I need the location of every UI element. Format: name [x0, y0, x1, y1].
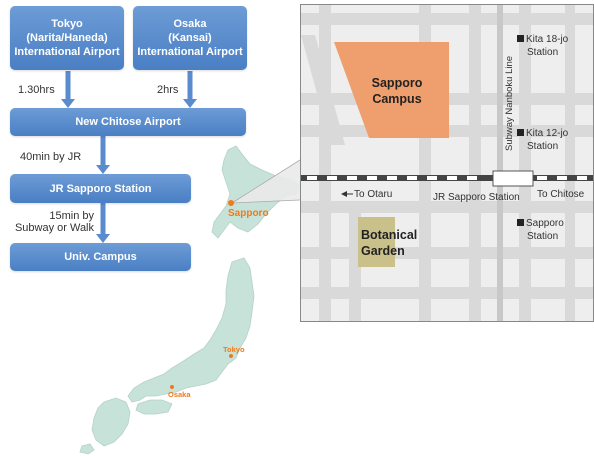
kita18-station-icon: [517, 35, 524, 42]
osaka-airport-box: Osaka (Kansai) International Airport: [133, 6, 247, 70]
kita18-station-label: Kita 18-jo Station: [517, 33, 568, 59]
kita12-station-icon: [517, 129, 524, 136]
botanical-garden-label: Botanical Garden: [361, 227, 417, 259]
osaka-airport-line1: Osaka: [173, 18, 207, 30]
botanical-garden-line2: Garden: [361, 244, 405, 258]
shikoku-island: [135, 399, 173, 415]
tokyo-airport-box: Tokyo (Narita/Haneda) International Airp…: [10, 6, 124, 70]
univ-campus-box: Univ. Campus: [10, 243, 191, 271]
osaka-city-label: Osaka: [168, 390, 191, 399]
subway-time-line1: 15min by: [49, 210, 94, 222]
sapporo-campus-area: [334, 42, 449, 138]
jr-sapporo-station-box: JR Sapporo Station: [10, 174, 191, 203]
inset-map: Sapporo Campus Botanical Garden Kita 18-…: [300, 4, 594, 322]
honshu-island: [127, 257, 255, 403]
osaka-travel-time: 2hrs: [157, 84, 179, 96]
botanical-garden-area: [358, 217, 395, 267]
tokyo-marker: [229, 354, 233, 358]
subway-time-line2: Subway or Walk: [14, 222, 94, 234]
sapporo-campus-line1: Sapporo: [371, 76, 423, 90]
sapporo-campus-line2: Campus: [372, 92, 422, 106]
kita12-line1: Kita 12-jo: [526, 128, 569, 139]
sapporo-campus-label: Sapporo Campus: [357, 75, 437, 107]
jr-sapporo-station-label: JR Sapporo Station: [49, 182, 152, 195]
sapporo-city-label: Sapporo: [228, 208, 269, 219]
to-otaru-text: To Otaru: [354, 189, 393, 200]
sapporo-subway-station-label: Sapporo Station: [517, 217, 564, 243]
sapporo-station-line2: Station: [527, 231, 559, 242]
kita12-line2: Station: [527, 141, 559, 152]
tokyo-city-label: Tokyo: [223, 345, 245, 354]
univ-campus-label: Univ. Campus: [64, 251, 137, 263]
jr-station-building: [492, 170, 534, 187]
sapporo-station-line1: Sapporo: [526, 218, 564, 229]
inset-streets: [301, 5, 593, 321]
sapporo-subway-station-icon: [517, 219, 524, 226]
to-chitose-text: To Chitose: [537, 189, 585, 200]
subway-line: [497, 5, 503, 321]
osaka-airport-line3: International Airport: [137, 46, 243, 58]
tokyo-airport-line1: Tokyo: [51, 18, 83, 30]
tokyo-airport-line2: (Narita/Haneda): [26, 32, 108, 44]
kyushu-island: [91, 397, 131, 447]
new-chitose-airport-box: New Chitose Airport: [10, 108, 246, 136]
kita18-line2: Station: [527, 47, 559, 58]
tokyo-travel-time: 1.30hrs: [18, 84, 55, 96]
kita12-station-label: Kita 12-jo Station: [517, 127, 568, 153]
botanical-garden-line1: Botanical: [361, 228, 418, 242]
kita18-line1: Kita 18-jo: [526, 34, 569, 45]
to-chitose-label: To Chitose: [537, 188, 584, 201]
tokyo-airport-line3: International Airport: [14, 46, 120, 58]
to-otaru-label: To Otaru: [354, 188, 392, 201]
subway-nanboku-line-label: Subway Nanboku Line: [504, 55, 515, 151]
jr-travel-time: 40min by JR: [20, 151, 82, 163]
subway-travel-time: 15min by Subway or Walk: [6, 210, 94, 234]
new-chitose-airport-label: New Chitose Airport: [75, 116, 181, 128]
southern-island: [79, 443, 95, 455]
jr-sapporo-station-map-label: JR Sapporo Station: [433, 192, 520, 203]
sapporo-marker: [228, 200, 234, 206]
osaka-marker: [170, 385, 174, 389]
osaka-airport-line2: (Kansai): [168, 32, 212, 44]
